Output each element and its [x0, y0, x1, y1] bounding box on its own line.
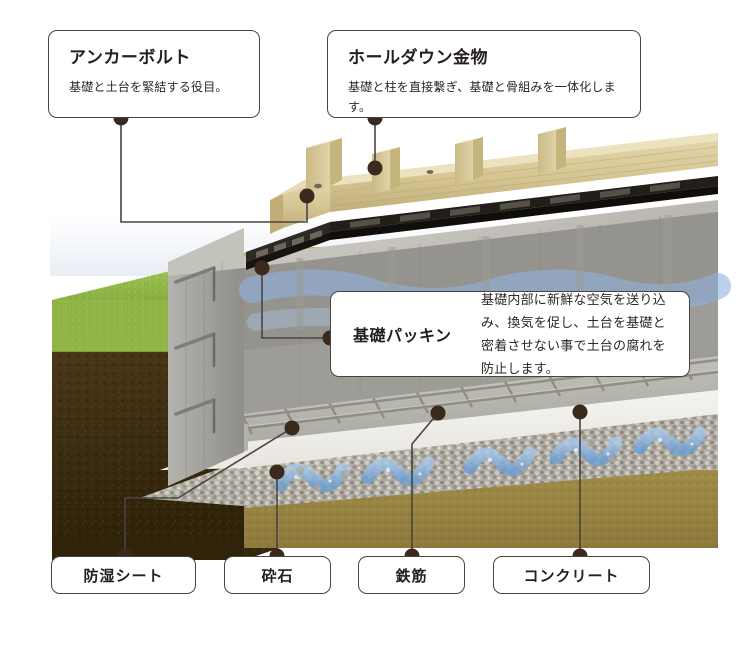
dot-concrete-target	[572, 404, 588, 420]
callout-hold-down-title: ホールダウン金物	[348, 48, 488, 67]
leader-packing	[261, 268, 330, 339]
callout-anchor-bolt: アンカーボルト 基礎と土台を緊結する役目。	[48, 30, 260, 118]
leader-rebar	[411, 412, 439, 556]
label-concrete: コンクリート	[493, 556, 650, 594]
callout-foundation-packing-body: 基礎内部に新鮮な空気を送り込み、換気を促し、土台を基礎と密着させない事で土台の腐…	[481, 292, 666, 376]
callout-hold-down: ホールダウン金物 基礎と柱を直接繋ぎ、基礎と骨組みを一体化します。	[327, 30, 641, 118]
label-moisture-sheet: 防湿シート	[51, 556, 196, 594]
callout-anchor-bolt-body: 基礎と土台を緊結する役目。	[69, 80, 228, 94]
callout-anchor-bolt-title: アンカーボルト	[69, 48, 191, 67]
leader-anchor-bolt	[120, 118, 308, 223]
callout-foundation-packing-title: 基礎パッキン	[353, 328, 452, 345]
callout-hold-down-body: 基礎と柱を直接繋ぎ、基礎と骨組みを一体化します。	[348, 80, 616, 114]
label-rebar: 鉄筋	[358, 556, 465, 594]
leader-moisture-sheet	[124, 427, 293, 556]
label-crushed-stone: 砕石	[224, 556, 331, 594]
dot-crushed-stone-target	[269, 464, 285, 480]
dot-moisture-sheet-target	[284, 420, 300, 436]
dot-anchor-target	[299, 188, 315, 204]
dot-rebar-target	[430, 405, 446, 421]
dot-packing-target	[254, 260, 270, 276]
dot-holddown-target	[367, 160, 383, 176]
callout-foundation-packing: 基礎パッキン 基礎内部に新鮮な空気を送り込み、換気を促し、土台を基礎と密着させな…	[330, 291, 690, 377]
